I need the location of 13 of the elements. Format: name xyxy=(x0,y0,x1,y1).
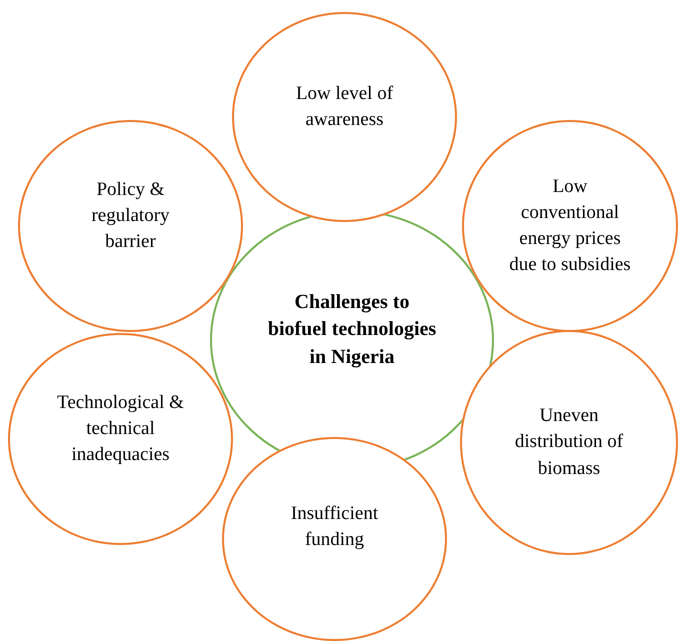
challenge-label: Uneven distribution of biomass xyxy=(514,404,624,481)
challenge-ellipse xyxy=(462,120,678,332)
central-title: Challenges to biofuel technologies in Nigeria xyxy=(267,290,437,370)
challenge-label: Technological & technical inadequacies xyxy=(56,390,185,468)
challenge-label: Low conventional energy prices due to subsidies xyxy=(508,174,632,278)
challenge-ellipse xyxy=(18,120,243,332)
challenge-ellipse xyxy=(222,437,447,641)
challenge-ellipse xyxy=(232,12,457,222)
challenge-ellipse xyxy=(460,330,678,555)
challenge-label: Insufficient funding xyxy=(290,502,380,552)
challenge-label: Policy & regulatory barrier xyxy=(90,178,171,254)
challenge-label: Low level of awareness xyxy=(294,82,394,132)
challenge-ellipse xyxy=(8,333,233,545)
